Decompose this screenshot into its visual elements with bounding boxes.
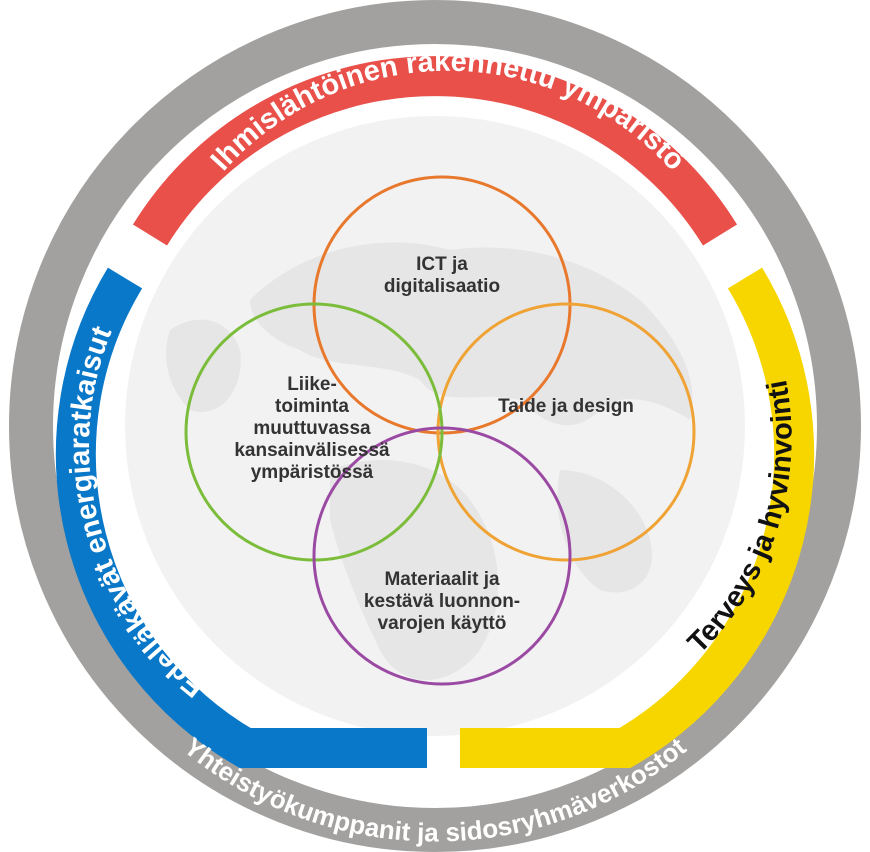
globe — [125, 116, 745, 736]
circle-business-label-line: kansainvälisessä — [234, 440, 390, 461]
circle-materials-label-line: varojen käyttö — [378, 613, 507, 634]
circle-business-label-line: Liike- — [287, 374, 337, 395]
circle-design-label-line: Taide ja design — [498, 396, 634, 417]
circle-materials-label-line: kestävä luonnon- — [364, 591, 520, 612]
circle-design — [436, 302, 696, 562]
segment-left — [55, 267, 427, 768]
circle-materials-label-line: Materiaalit ja — [384, 569, 500, 590]
circle-business-label-line: ympäristössä — [251, 462, 374, 483]
circle-ict-label-line: digitalisaatio — [384, 276, 500, 297]
circle-materials — [312, 426, 572, 686]
circle-business-label-line: muuttuvassa — [253, 418, 371, 439]
circle-business-label-line: toiminta — [275, 396, 349, 417]
outer-ring — [9, 0, 861, 852]
segment-top — [132, 56, 738, 246]
circle-ict-label-line: ICT ja — [416, 254, 468, 275]
focus-area-circles — [184, 175, 696, 686]
segment-right — [460, 267, 815, 768]
